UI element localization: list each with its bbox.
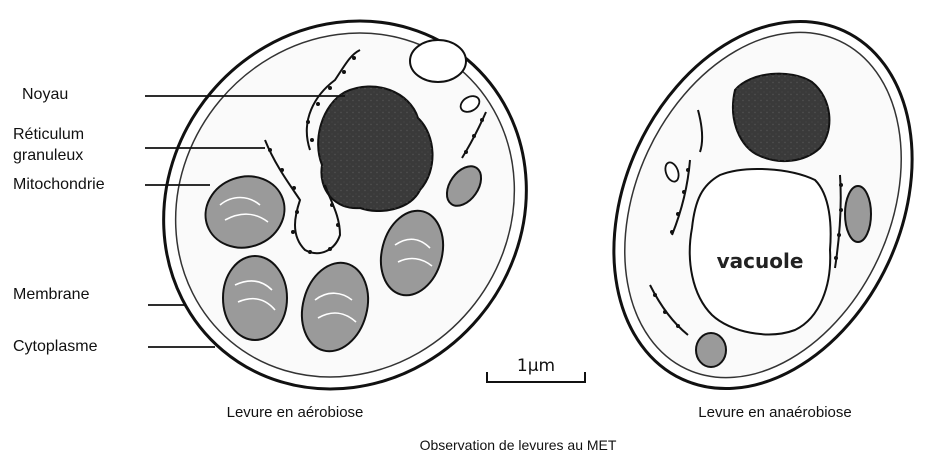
- label-noyau: Noyau: [22, 86, 68, 104]
- figure-title: Observation de levures au MET: [368, 437, 668, 453]
- label-reticulum-line1: Réticulum: [13, 126, 84, 144]
- mitochondrion: [845, 186, 871, 242]
- label-mitochondrie: Mitochondrie: [13, 176, 105, 194]
- scale-bar-label: 1µm: [517, 356, 555, 376]
- label-reticulum-line2: granuleux: [13, 147, 83, 165]
- label-cytoplasme: Cytoplasme: [13, 338, 97, 356]
- mitochondrion: [696, 333, 726, 367]
- small-vacuole: [410, 40, 466, 82]
- anaerobic-yeast-cell: vacuole: [557, 0, 936, 437]
- vacuole-label: vacuole: [717, 249, 804, 273]
- caption-anaerobic: Levure en anaérobiose: [660, 404, 890, 421]
- label-membrane: Membrane: [13, 286, 89, 304]
- caption-aerobic: Levure en aérobiose: [195, 404, 395, 421]
- aerobic-yeast-cell: [89, 0, 601, 463]
